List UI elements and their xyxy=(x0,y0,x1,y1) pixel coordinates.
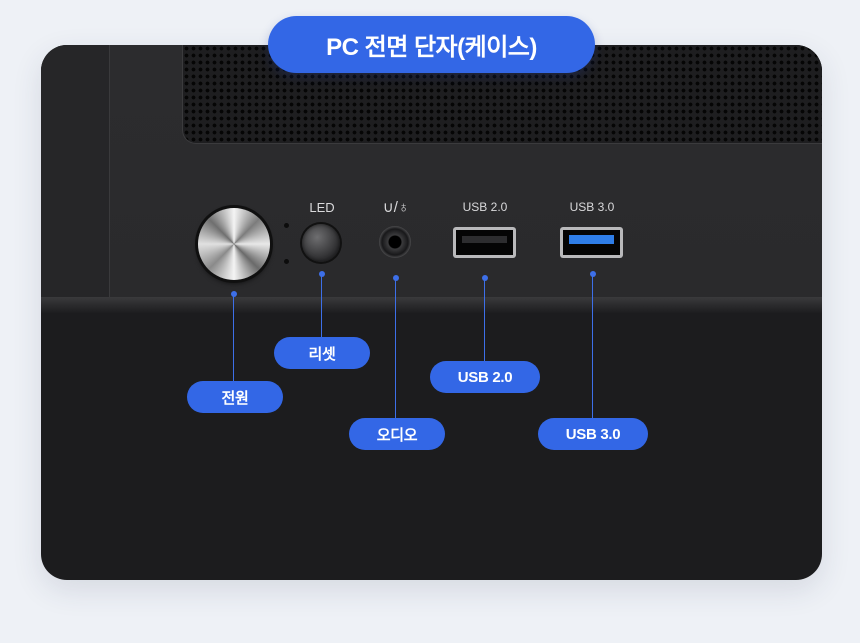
usb2-leader-line xyxy=(484,278,485,362)
audio-icon-label: ∪/♁ xyxy=(356,198,436,216)
audio-pointer-dot xyxy=(393,275,399,281)
reset-button[interactable] xyxy=(302,224,340,262)
usb3-port-label: USB 3.0 xyxy=(569,200,615,214)
callout-power: 전원 xyxy=(187,381,283,413)
callout-usb2: USB 2.0 xyxy=(430,361,540,393)
usb2-port-label: USB 2.0 xyxy=(462,200,508,214)
case-panel xyxy=(41,45,822,580)
power-led-indicator xyxy=(284,223,289,228)
usb3-port[interactable] xyxy=(560,227,623,258)
audio-leader-line xyxy=(395,278,396,418)
page-title: PC 전면 단자(케이스) xyxy=(268,16,595,73)
power-leader-line xyxy=(233,294,234,382)
headphone-mic-icon: ∪/♁ xyxy=(382,199,410,216)
callout-usb3: USB 3.0 xyxy=(538,418,648,450)
usb2-port[interactable] xyxy=(453,227,516,258)
led-label: LED xyxy=(309,200,335,215)
callout-audio: 오디오 xyxy=(349,418,445,450)
audio-jack[interactable] xyxy=(379,226,411,258)
reset-leader-line xyxy=(321,274,322,338)
usb2-pointer-dot xyxy=(482,275,488,281)
reset-pointer-dot xyxy=(319,271,325,277)
case-side-edge xyxy=(41,45,110,312)
usb3-pointer-dot xyxy=(590,271,596,277)
power-button[interactable] xyxy=(198,208,270,280)
power-pointer-dot xyxy=(231,291,237,297)
usb3-leader-line xyxy=(592,274,593,419)
hdd-led-indicator xyxy=(284,259,289,264)
case-bevel-edge xyxy=(41,297,822,313)
callout-reset: 리셋 xyxy=(274,337,370,369)
